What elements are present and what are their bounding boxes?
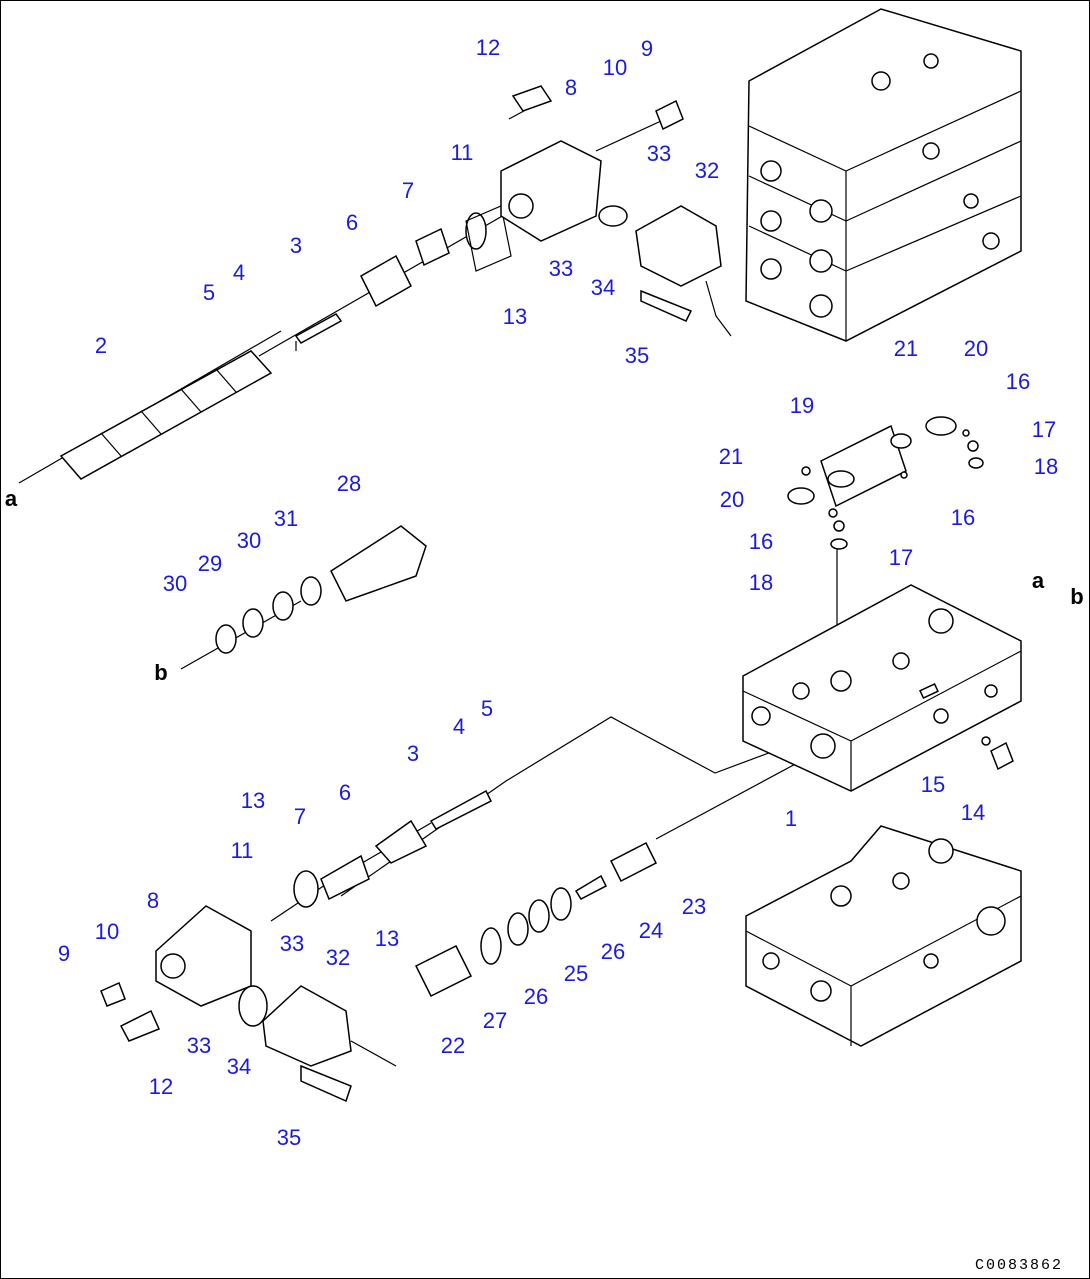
part-label-16: 16 (1005, 369, 1031, 394)
part-label-17: 17 (888, 545, 914, 570)
part-label-30: 30 (162, 571, 188, 596)
part-label-18: 18 (748, 570, 774, 595)
part-label-21: 21 (718, 444, 744, 469)
part-label-19: 19 (789, 393, 815, 418)
part-label-7: 7 (293, 804, 307, 829)
part-label-6: 6 (345, 210, 359, 235)
part-label-13: 13 (240, 788, 266, 813)
part-label-18: 18 (1033, 454, 1059, 479)
direction-marker-a: a (1031, 568, 1045, 593)
part-label-28: 28 (336, 471, 362, 496)
valve-block-stack (745, 8, 1022, 342)
part-label-24: 24 (638, 918, 664, 943)
lower-valve-block (745, 825, 1022, 1047)
part-label-33: 33 (186, 1033, 212, 1058)
part-label-15: 15 (920, 772, 946, 797)
lower-spool-parts (414, 841, 658, 998)
part-label-8: 8 (146, 888, 160, 913)
part-label-5: 5 (480, 696, 494, 721)
solenoid-32-upper (598, 205, 732, 337)
plate-19 (820, 424, 912, 508)
part-label-10: 10 (94, 919, 120, 944)
part-label-30: 30 (236, 528, 262, 553)
part-label-9: 9 (640, 36, 654, 61)
drawing-code: C0083862 (974, 1257, 1063, 1274)
part-label-34: 34 (226, 1054, 252, 1079)
part-label-27: 27 (482, 1008, 508, 1033)
part-label-7: 7 (401, 178, 415, 203)
part-label-33: 33 (548, 256, 574, 281)
housing-8-upper (500, 85, 684, 242)
part-label-5: 5 (202, 280, 216, 305)
part-label-13: 13 (374, 926, 400, 951)
part-label-32: 32 (694, 158, 720, 183)
part-label-3: 3 (289, 233, 303, 258)
part-label-26: 26 (600, 939, 626, 964)
part-label-35: 35 (276, 1125, 302, 1150)
part-label-10: 10 (602, 55, 628, 80)
part-label-14: 14 (960, 800, 986, 825)
part-label-16: 16 (748, 529, 774, 554)
part-label-4: 4 (452, 714, 466, 739)
part-label-35: 35 (624, 343, 650, 368)
housing-8-lower (100, 905, 252, 1042)
part-label-3: 3 (406, 741, 420, 766)
part-label-6: 6 (338, 780, 352, 805)
spool-2 (59, 350, 273, 480)
main-valve-body (742, 584, 1022, 792)
part-label-20: 20 (719, 487, 745, 512)
part-label-34: 34 (590, 275, 616, 300)
part-label-13: 13 (502, 304, 528, 329)
part-label-16: 16 (950, 505, 976, 530)
upper-small-parts (294, 205, 512, 344)
part-label-12: 12 (475, 35, 501, 60)
part-label-32: 32 (325, 945, 351, 970)
direction-marker-b: b (1070, 584, 1084, 609)
part-label-11: 11 (450, 140, 474, 165)
part-label-9: 9 (57, 941, 71, 966)
part-label-20: 20 (963, 336, 989, 361)
seals-and-plugs (787, 416, 1014, 771)
part-label-23: 23 (681, 894, 707, 919)
direction-marker-a: a (4, 486, 18, 511)
part-label-33: 33 (279, 931, 305, 956)
part-label-4: 4 (232, 260, 246, 285)
part-label-31: 31 (273, 506, 299, 531)
part-label-11: 11 (230, 838, 254, 863)
part-label-17: 17 (1031, 417, 1057, 442)
part-label-25: 25 (563, 961, 589, 986)
part-label-8: 8 (564, 75, 578, 100)
part-label-26: 26 (523, 984, 549, 1009)
part-label-1: 1 (784, 806, 798, 831)
part-label-29: 29 (197, 551, 223, 576)
assembly-lines (18, 98, 838, 922)
solenoid-32-lower (238, 985, 397, 1103)
direction-marker-b: b (154, 660, 168, 685)
part-label-12: 12 (148, 1074, 174, 1099)
part-label-21: 21 (893, 336, 919, 361)
lower-small-parts (293, 789, 493, 908)
part-label-2: 2 (94, 333, 108, 358)
part-label-22: 22 (440, 1033, 466, 1058)
part-label-33: 33 (646, 141, 672, 166)
spool-28 (215, 525, 427, 654)
